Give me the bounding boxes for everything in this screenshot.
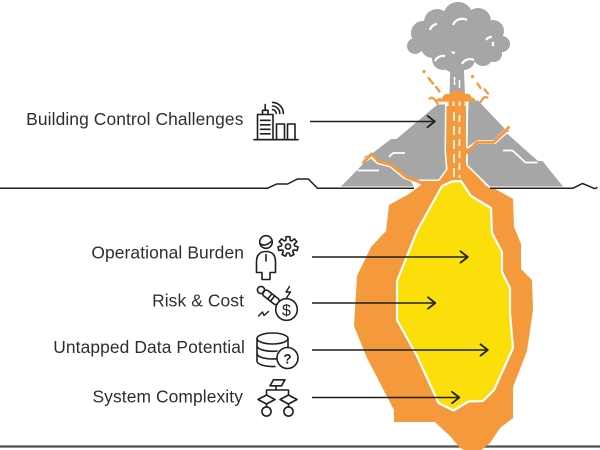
svg-text:$: $ bbox=[282, 302, 291, 319]
svg-text:Untapped Data Potential: Untapped Data Potential bbox=[53, 337, 245, 357]
svg-text:Operational Burden: Operational Burden bbox=[91, 243, 244, 263]
svg-text:Building Control Challenges: Building Control Challenges bbox=[26, 109, 244, 129]
svg-text:?: ? bbox=[283, 351, 291, 366]
svg-text:Risk & Cost: Risk & Cost bbox=[152, 291, 244, 311]
svg-text:System Complexity: System Complexity bbox=[92, 387, 243, 407]
